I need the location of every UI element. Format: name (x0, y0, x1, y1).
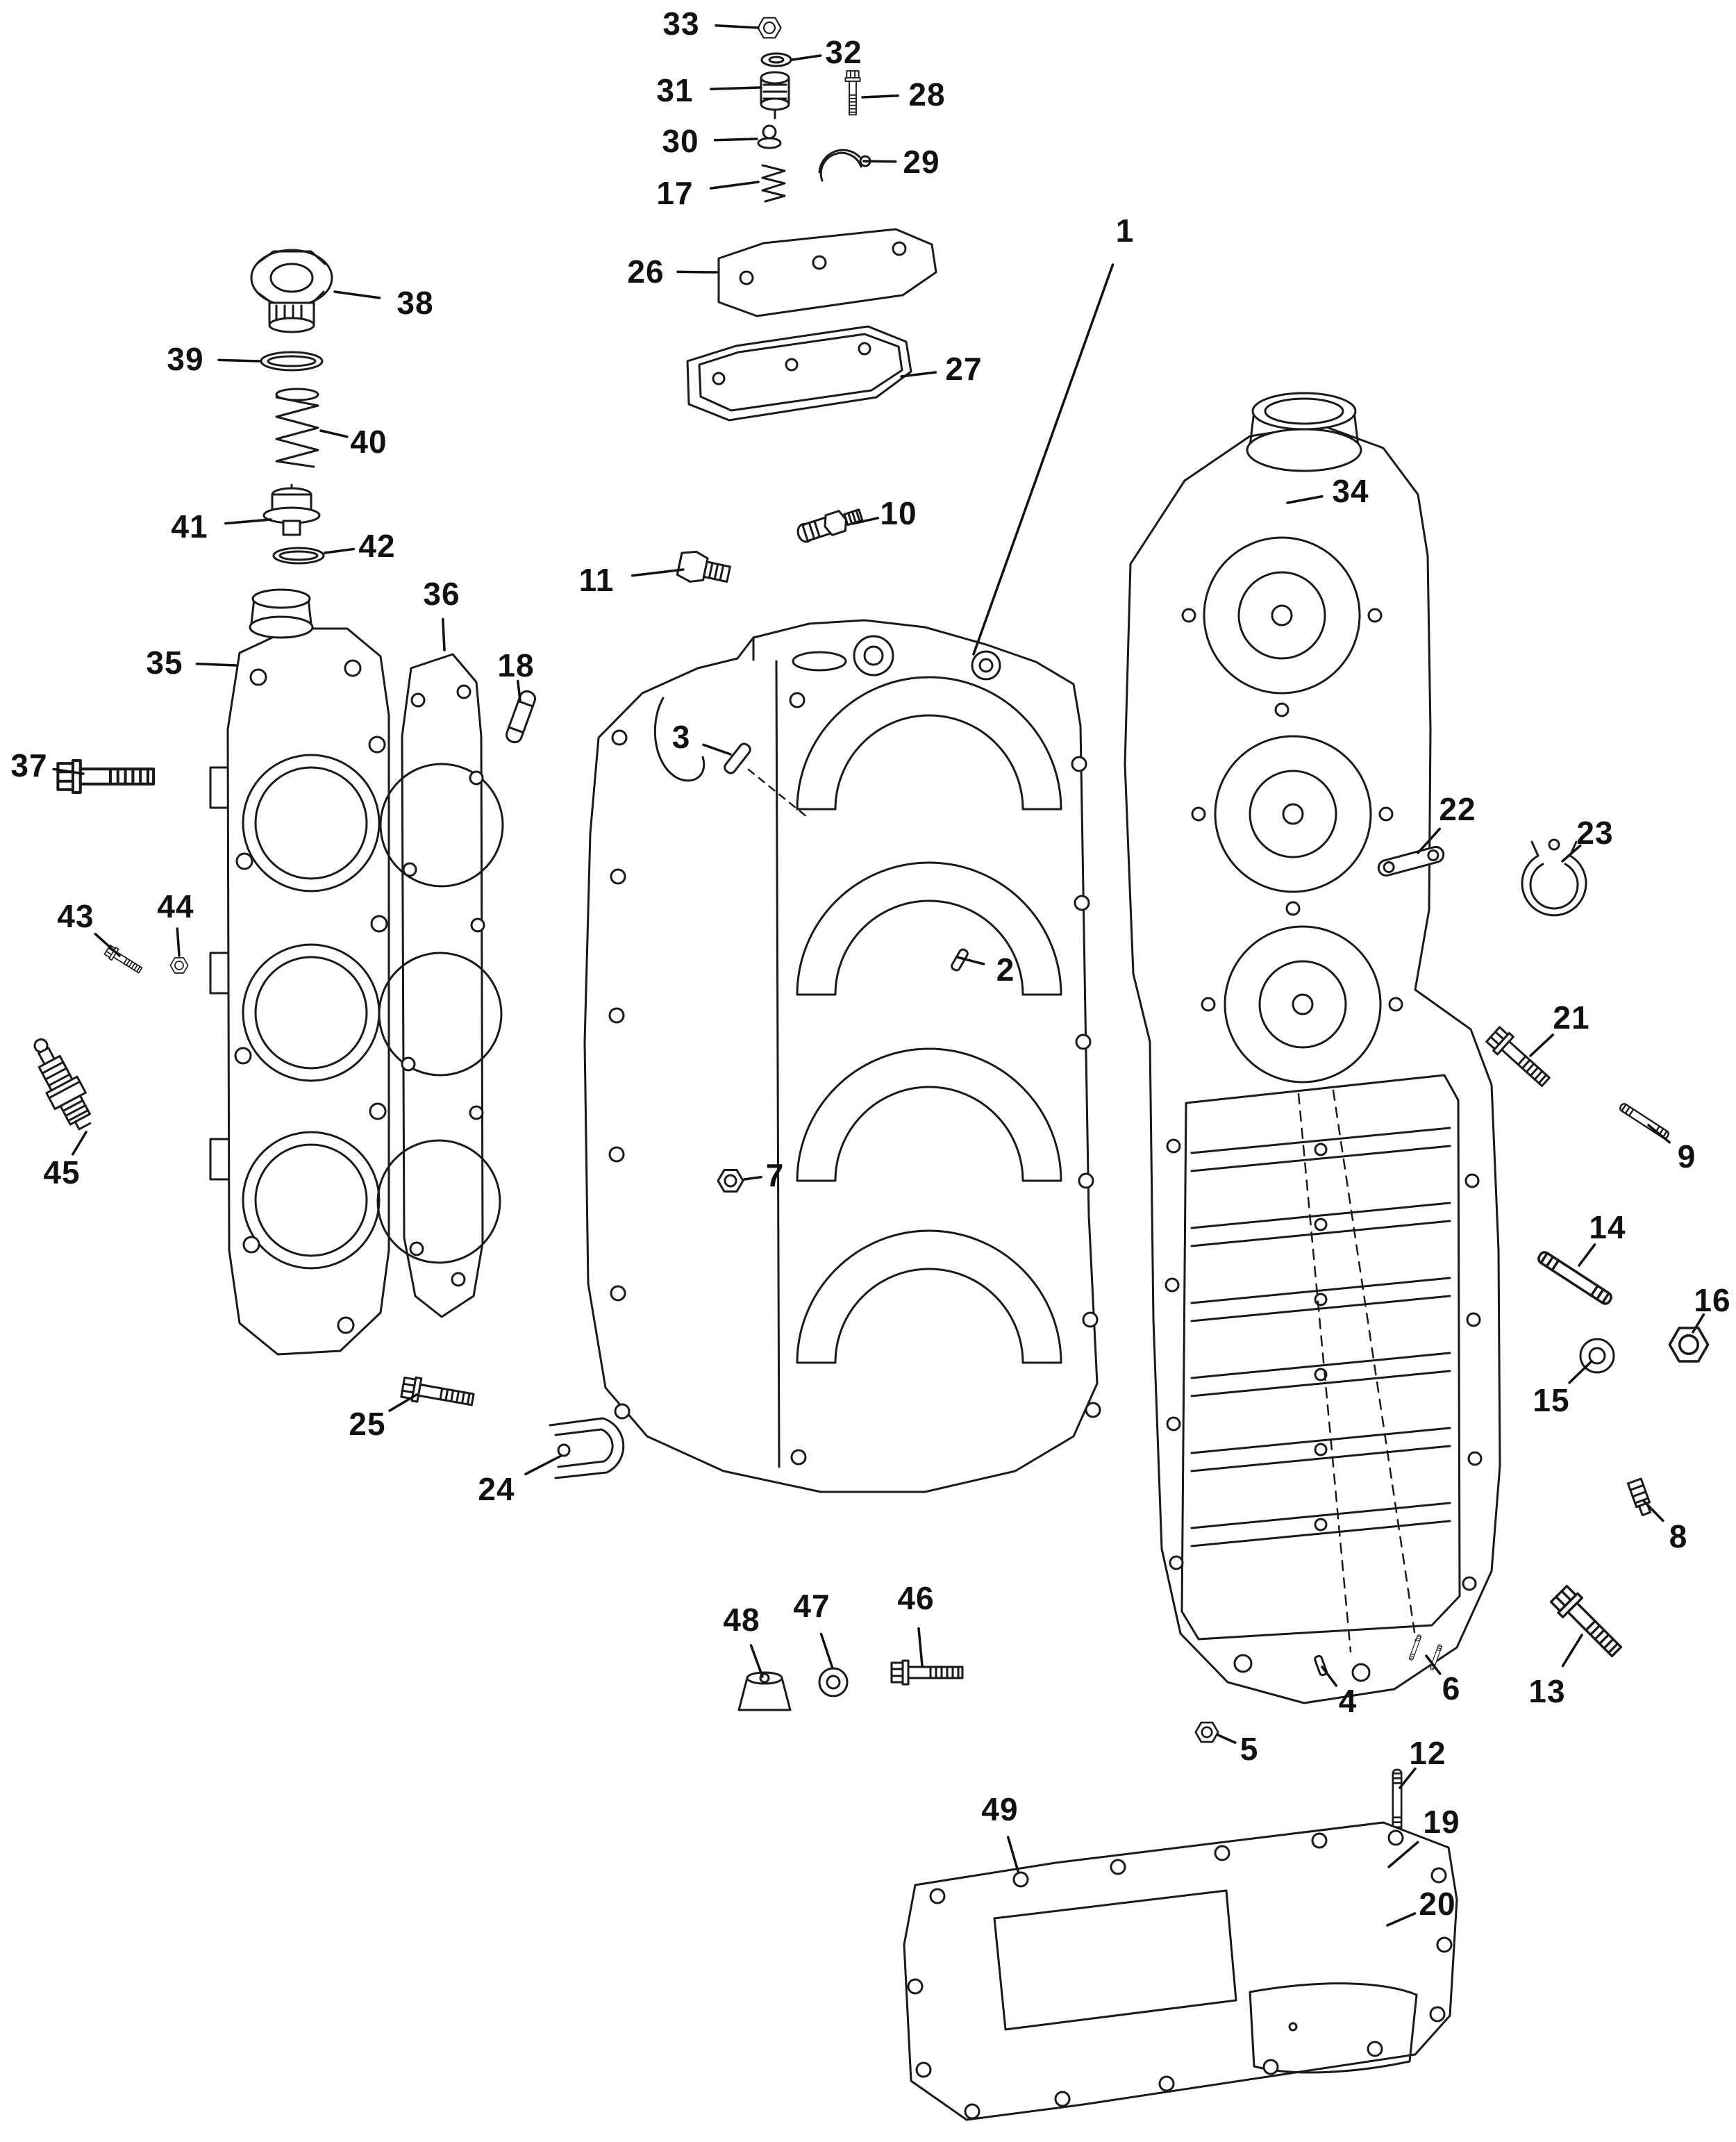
leader-line-9 (1647, 1124, 1671, 1144)
part-clamp-23 (1521, 838, 1587, 917)
part-clamp-29 (818, 149, 871, 182)
leader-line-25 (388, 1393, 418, 1412)
leader-line-3 (702, 743, 732, 756)
part-bolt-28 (844, 70, 861, 116)
leader-line-28 (861, 94, 899, 99)
part-bolt-21 (1484, 1024, 1555, 1092)
part-nut-16 (1668, 1327, 1710, 1363)
leader-line-15 (1568, 1360, 1593, 1384)
part-exhaust-gasket (686, 325, 912, 422)
part-bolt-13 (1548, 1583, 1628, 1663)
part-fitting-10 (796, 508, 864, 543)
leader-line-41 (224, 518, 272, 525)
part-nut-33 (757, 17, 782, 39)
part-screw-43 (103, 943, 144, 977)
leader-line-48 (749, 1644, 764, 1678)
leader-line-14 (1578, 1243, 1596, 1267)
part-head-gasket (376, 653, 504, 1318)
leader-line-27 (900, 371, 937, 378)
part-grommet-47 (818, 1667, 849, 1697)
leader-line-36 (442, 617, 446, 651)
leader-line-19 (1387, 1841, 1419, 1868)
leader-line-40 (319, 429, 349, 438)
part-pin-3 (724, 742, 808, 818)
part-plug-7 (717, 1169, 744, 1193)
leader-line-4 (1321, 1666, 1338, 1687)
part-mount-48 (737, 1671, 792, 1711)
leader-line-30 (713, 138, 758, 142)
leader-line-33 (715, 24, 760, 29)
part-plug-11 (676, 550, 731, 583)
leader-line-43 (94, 932, 121, 957)
leader-line-11 (631, 568, 685, 577)
part-washer-32 (760, 52, 792, 67)
part-nut-44 (169, 957, 189, 974)
part-spring-17 (761, 164, 786, 203)
leader-line-49 (1006, 1836, 1019, 1873)
leader-line-1 (972, 263, 1115, 656)
leader-line-37 (52, 767, 85, 775)
part-stud-9 (1618, 1102, 1671, 1140)
part-valve-31 (760, 71, 790, 119)
leader-line-5 (1217, 1734, 1237, 1744)
leader-line-13 (1561, 1634, 1583, 1668)
leader-line-42 (324, 547, 356, 554)
leader-line-10 (851, 517, 880, 525)
part-stud-12 (1392, 1768, 1403, 1832)
part-spring-40 (275, 388, 319, 468)
part-link-22 (1377, 845, 1445, 877)
leader-line-44 (176, 927, 181, 957)
leader-line-22 (1417, 827, 1442, 854)
part-stud-14 (1535, 1249, 1614, 1307)
part-exhaust-plate (903, 1821, 1458, 2121)
leader-line-39 (217, 358, 261, 363)
leader-lines (52, 24, 1705, 1927)
leader-line-21 (1529, 1033, 1555, 1057)
part-cap-30 (757, 124, 782, 149)
part-cylinder-head (209, 588, 390, 1356)
leader-line-8 (1643, 1500, 1664, 1522)
leader-line-31 (710, 86, 761, 91)
leader-line-7 (743, 1175, 762, 1181)
part-pin-18 (505, 690, 537, 744)
part-crankcase-cover (1124, 392, 1501, 1704)
leader-line-23 (1561, 844, 1582, 863)
leader-line-6 (1425, 1654, 1442, 1675)
leader-line-20 (1386, 1912, 1417, 1927)
part-clamp-24 (549, 1417, 625, 1479)
part-thermostat-cap (250, 249, 333, 333)
part-exhaust-cover (717, 228, 937, 317)
leader-line-45 (72, 1131, 87, 1156)
part-oring-42 (272, 547, 325, 565)
leader-line-16 (1692, 1313, 1705, 1334)
leader-line-38 (333, 290, 381, 299)
part-fitting-8 (1626, 1477, 1652, 1516)
leader-line-47 (819, 1632, 834, 1670)
leader-line-24 (524, 1454, 562, 1476)
leader-line-2 (955, 956, 985, 965)
part-plug-5 (1194, 1721, 1219, 1743)
part-spark-plug (33, 1038, 92, 1131)
part-thermostat-41 (262, 483, 321, 536)
part-bolt-46 (890, 1659, 964, 1686)
leader-line-35 (195, 663, 237, 667)
part-cylinder-block (583, 619, 1101, 1493)
leader-line-34 (1286, 495, 1324, 504)
leader-line-29 (862, 160, 897, 163)
leader-line-17 (709, 181, 760, 190)
leader-line-32 (791, 54, 822, 61)
leader-line-18 (516, 679, 521, 701)
part-bolt-37 (58, 761, 153, 792)
part-bolt-25 (399, 1374, 476, 1413)
part-oring-39 (260, 351, 324, 372)
leader-line-12 (1399, 1767, 1417, 1789)
leader-line-46 (917, 1627, 924, 1667)
